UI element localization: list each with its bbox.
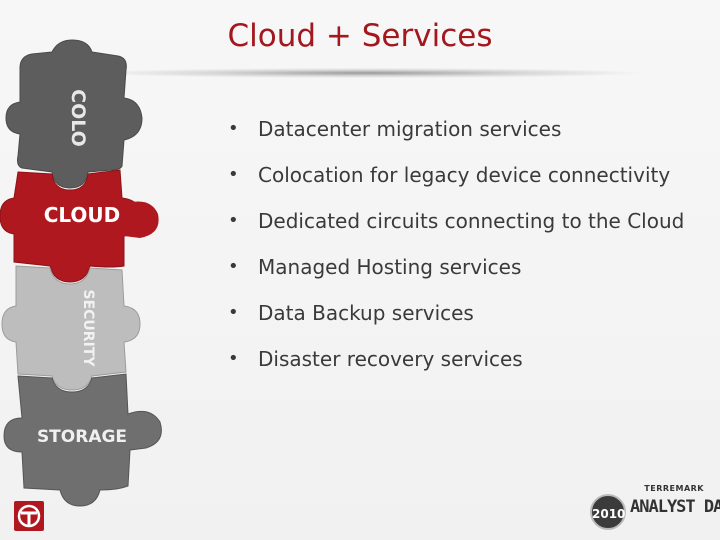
puzzle-illustration: COLO CLOUD SECURITY STORAGE: [0, 39, 162, 507]
bullet-icon: •: [228, 210, 239, 231]
title-divider: [95, 68, 640, 78]
bullet-item: •Disaster recovery services: [228, 342, 684, 388]
bullet-item: •Colocation for legacy device connectivi…: [228, 158, 684, 204]
bullet-item: •Managed Hosting services: [228, 250, 684, 296]
bullet-icon: •: [228, 348, 239, 369]
puzzle-piece-storage: [3, 373, 162, 507]
terremark-logo-icon: [14, 501, 44, 531]
puzzle-piece-cloud: [0, 169, 143, 283]
slide-title: Cloud + Services: [227, 18, 493, 54]
event-year-badge: 2010: [590, 494, 626, 530]
bullet-icon: •: [228, 302, 239, 323]
puzzle-label-storage: STORAGE: [37, 427, 127, 447]
bullet-item: •Dedicated circuits connecting to the Cl…: [228, 204, 684, 250]
puzzle-label-cloud: CLOUD: [44, 203, 121, 227]
bullet-item: •Datacenter migration services: [228, 112, 684, 158]
bullet-icon: •: [228, 164, 239, 185]
company-name: TERREMARK: [644, 484, 704, 493]
puzzle-label-security: SECURITY: [80, 290, 96, 368]
bullet-icon: •: [228, 118, 239, 139]
logo-mark-icon: [17, 504, 41, 528]
bullet-list: •Datacenter migration services •Colocati…: [228, 112, 684, 388]
bullet-item: •Data Backup services: [228, 296, 684, 342]
puzzle-label-colo: COLO: [67, 89, 89, 147]
event-name: ANALYST DAY: [630, 497, 720, 517]
bullet-icon: •: [228, 256, 239, 277]
puzzle-piece-security: [1, 265, 141, 391]
event-branding: TERREMARK 2010 ANALYST DAY: [590, 484, 720, 532]
puzzle-piece-colo: [5, 39, 143, 189]
